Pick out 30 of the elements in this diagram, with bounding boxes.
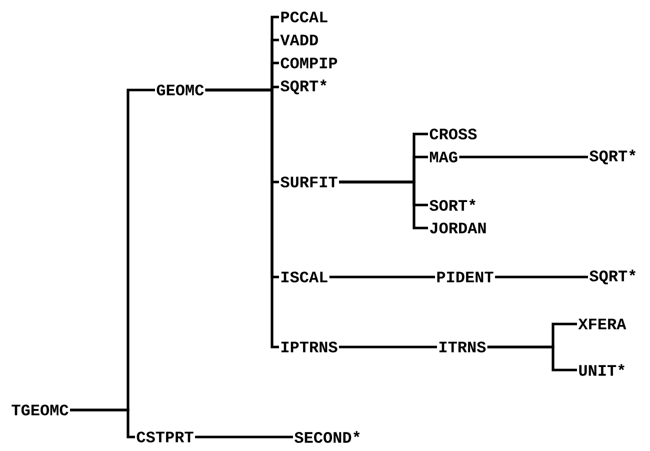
tree-line xyxy=(339,346,437,348)
tree-line xyxy=(70,408,135,438)
routine-name: XFERA xyxy=(578,318,626,330)
tree-line xyxy=(495,276,588,278)
routine-name: SQRT* xyxy=(280,80,326,94)
routine-name: SQRT* xyxy=(590,150,636,164)
routine-name: CROSS xyxy=(430,128,477,140)
routine-name: TGEOMC xyxy=(12,404,68,416)
routine-name: SORT* xyxy=(430,199,476,211)
tree-line xyxy=(205,88,279,348)
routine-name: IPTRNS xyxy=(281,342,338,352)
routine-name: MAG xyxy=(430,152,458,162)
tree-line xyxy=(339,180,428,230)
routine-name: COMPIP xyxy=(280,58,338,68)
routine-name: SECOND* xyxy=(294,431,360,443)
tree-line xyxy=(459,156,588,158)
routine-name: PCCAL xyxy=(281,12,328,22)
routine-name: CSTPRT xyxy=(136,432,194,442)
routine-name: ITRNS xyxy=(439,342,486,352)
routine-name: SQRT* xyxy=(590,270,636,284)
routine-name: VADD xyxy=(280,34,318,46)
routine-name: JORDAN xyxy=(430,222,486,234)
tree-line xyxy=(195,436,293,438)
routine-name: UNIT* xyxy=(579,364,624,376)
tree-line xyxy=(487,346,577,372)
routine-name: GEOMC xyxy=(156,84,204,96)
routine-name: ISCAL xyxy=(281,272,328,282)
routine-name: PIDENT xyxy=(437,272,494,282)
routine-name: SURFIT xyxy=(280,176,338,188)
tree-line xyxy=(329,276,435,278)
